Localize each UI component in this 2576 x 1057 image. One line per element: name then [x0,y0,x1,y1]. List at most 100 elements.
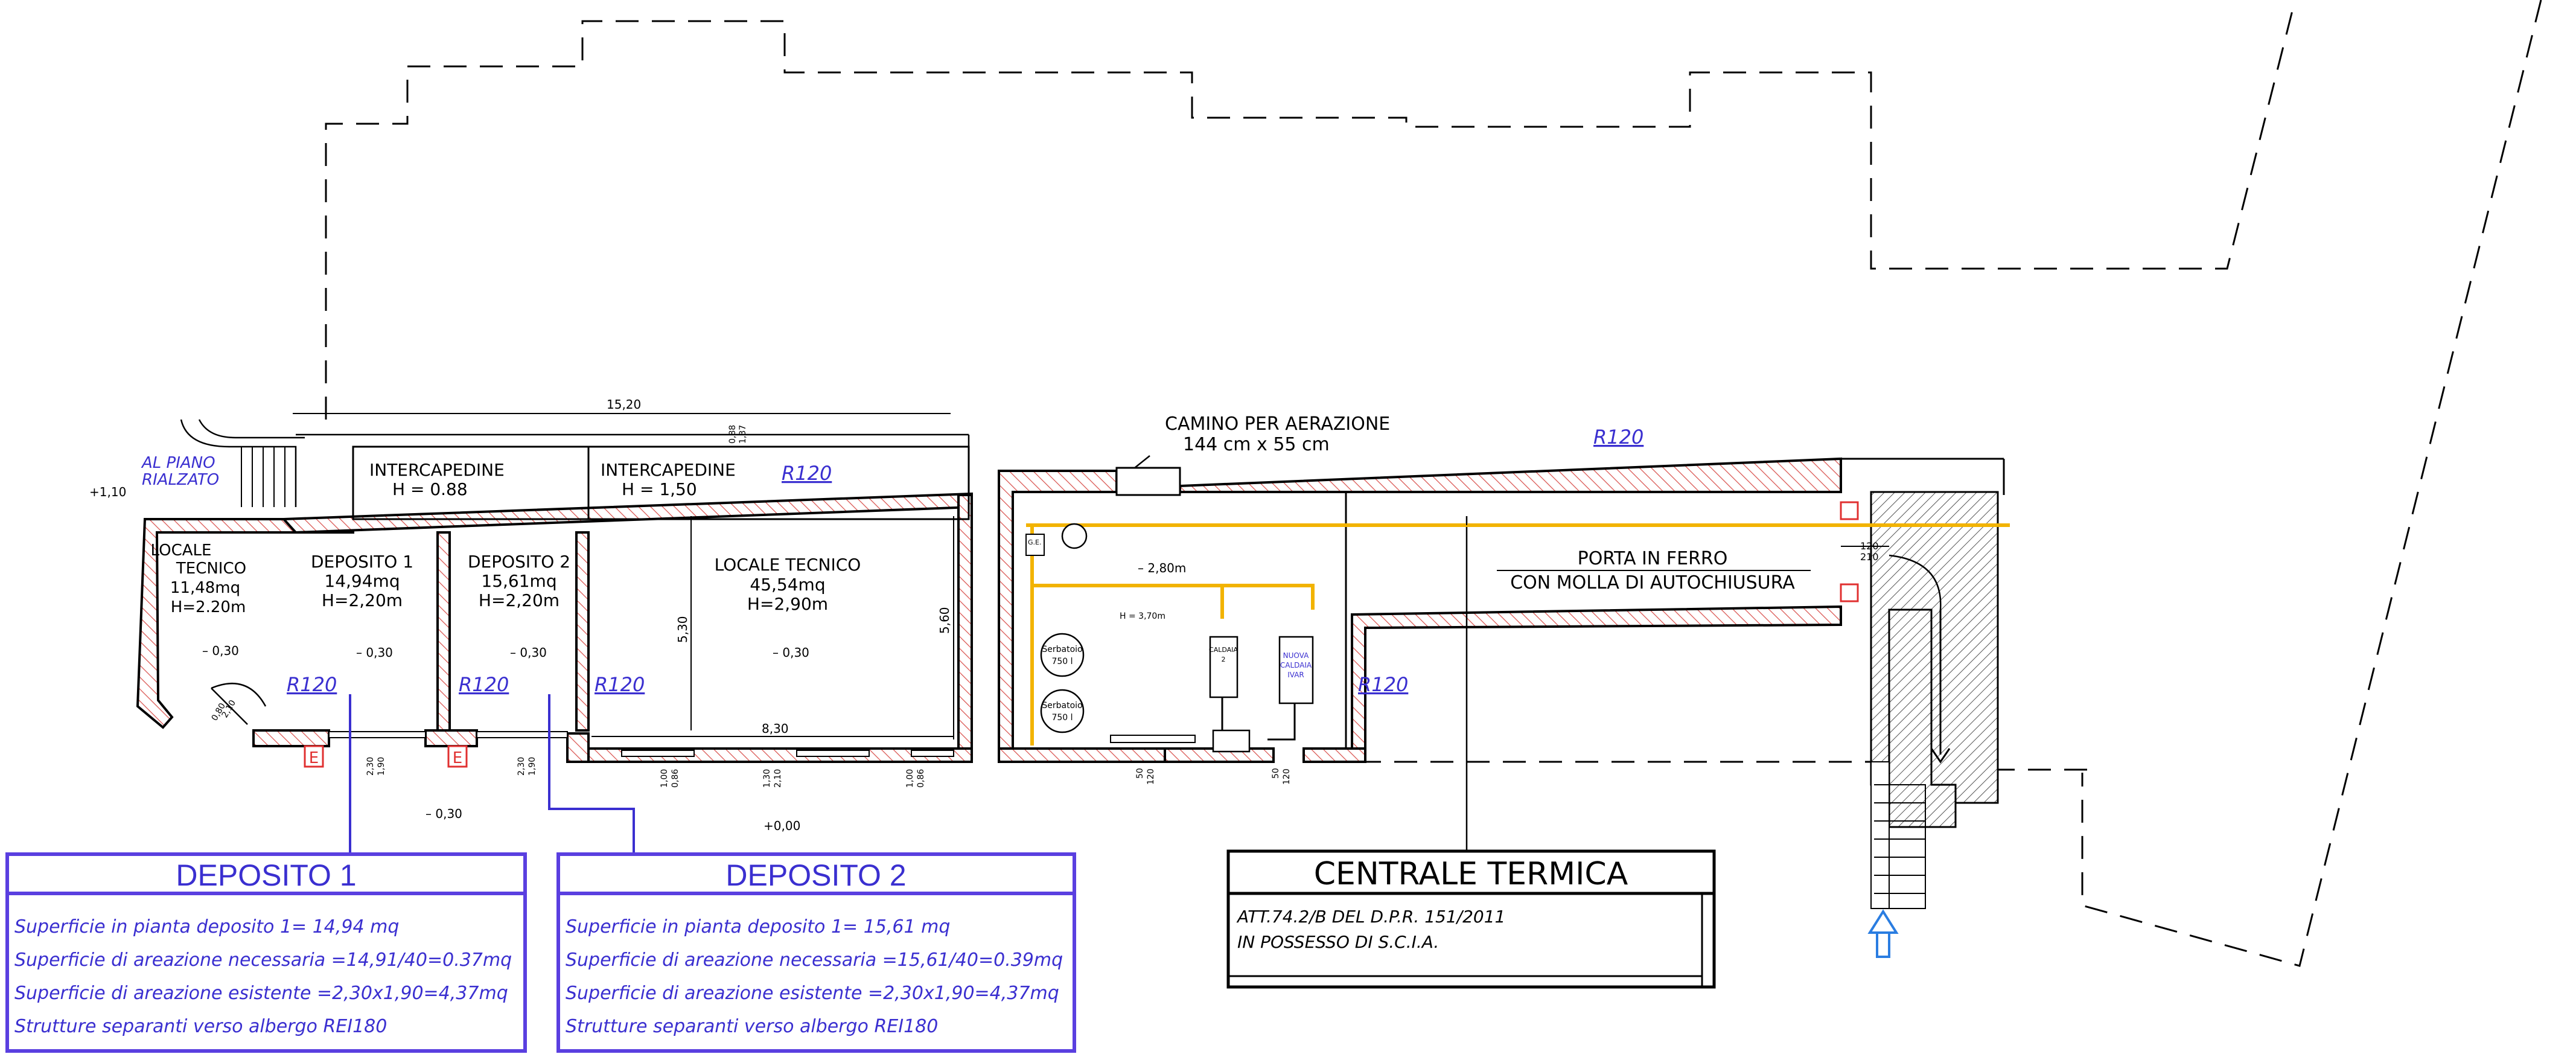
dim-210-door: 210 [1860,551,1879,563]
boiler-equipment [1040,633,1314,753]
plan-text: 750 l [1051,657,1073,666]
plan-text: CALDAIA [1280,661,1312,669]
plan-text: IVAR [1287,671,1304,679]
plan-text: Serbatoio [1042,701,1082,711]
dim-830: 8,30 [762,721,789,736]
intercapedine-2-label: INTERCAPEDINE [601,460,736,480]
plan-text: LOCALE [151,541,212,560]
plan-text: 1,00 [660,769,669,788]
r120-label-2: R120 [1593,426,1643,449]
left-building-walls [136,433,973,763]
plan-text: – 0,30 [426,806,462,821]
r120-label-6: R120 [1358,673,1408,696]
plan-text: NUOVA [1283,651,1309,660]
plan-text: Superficie di areazione necessaria =14,9… [14,950,512,971]
intercapedine-2-height: H = 1,50 [622,479,697,499]
plan-text: H=2,90m [747,594,828,614]
dim-137: 1,37 [738,425,748,444]
ramp-right [1840,491,1999,909]
porta-label-2: CON MOLLA DI AUTOCHIUSURA [1510,572,1795,593]
camino-size: 144 cm x 55 cm [1183,434,1330,455]
deposito-2-room: DEPOSITO 2 15,61mq H=2,20m [468,552,570,610]
plan-text: 1,90 [377,757,386,776]
plan-text: – 0,30 [202,643,239,658]
caldaia-num: 2 [1222,656,1226,663]
plan-text: +0,00 [764,819,800,833]
tank-labels: Serbatoio 750 l Serbatoio 750 l [1042,645,1082,723]
deposito-2-title: DEPOSITO 2 [725,858,906,892]
window-dims: 2,30 1,90 2,30 1,90 1,00 0,86 1,30 2,10 … [366,757,1292,788]
plan-text: 2,10 [773,769,783,788]
plan-text: 1,90 [528,757,537,776]
nuova-caldaia-label: NUOVA CALDAIA IVAR [1280,651,1312,679]
exit-marker-2: E [453,749,462,767]
plan-text: DEPOSITO 1 [311,552,413,572]
plan-text: 11,48mq [170,579,240,597]
deposito-1-title: DEPOSITO 1 [176,858,356,892]
caldaia-label: CALDAIA [1209,646,1238,654]
level-110: +1,10 [89,485,126,499]
plan-text: Superficie in pianta deposito 1= 15,61 m… [566,916,950,937]
exit-markers [304,745,468,768]
dim-088: 0,88 [728,425,738,444]
plan-text: 120 [1282,768,1292,785]
plan-text: 1,30 [762,769,772,788]
plan-text: H=2,20m [322,590,403,610]
plan-text: – 0,30 [773,645,809,660]
centrale-title: CENTRALE TERMICA [1314,856,1628,892]
plan-text: 1,00 [905,769,915,788]
dim-1520: 15,20 [607,397,641,412]
r120-label-3: R120 [287,673,337,696]
plan-text: 15,61mq [481,571,556,591]
plan-text: – 0,30 [356,645,393,660]
porta-label-1: PORTA IN FERRO [1578,548,1728,569]
r120-label-1: R120 [782,462,832,485]
al-piano-label: AL PIANO [141,454,215,472]
plan-text: 120 [1146,768,1156,785]
ge-label: G.E. [1028,538,1041,546]
rialzato-label: RIALZATO [142,471,219,489]
plan-text: 2,30 [517,757,526,776]
dim-530: 5,30 [675,616,690,643]
plan-text: Strutture separanti verso albergo REI180 [566,1016,938,1037]
plan-text: – 0,30 [510,645,547,660]
leader-lines [349,694,635,854]
plan-text: DEPOSITO 2 [468,552,570,572]
deposito-1-box: DEPOSITO 1 Superficie in pianta deposito… [5,852,527,1053]
plan-text: H=2,20m [479,590,560,610]
dim-560: 5,60 [937,607,952,634]
plan-text: – 2,80m [1138,561,1186,575]
exit-marker-1: E [309,749,319,767]
plan-text: 45,54mq [750,575,825,595]
plan-text: LOCALE TECNICO [715,555,861,575]
plan-text: 50 [1135,768,1145,779]
plan-text: 0,86 [671,769,680,788]
plan-text: Superficie di areazione necessaria =15,6… [566,950,1063,971]
r120-label-5: R120 [595,673,645,696]
deposito-1-room: DEPOSITO 1 14,94mq H=2,20m [311,552,413,610]
camino-label: CAMINO PER AERAZIONE [1165,414,1390,435]
dim-210: 2,10 [220,698,238,720]
plan-text: 50 [1271,768,1281,779]
centrale-line-2: IN POSSESSO DI S.C.I.A. [1237,932,1439,952]
locale-tecnico-small: LOCALE TECNICO 11,48mq H=2.20m [151,541,247,616]
intercapedine-1-label: INTERCAPEDINE [369,460,505,480]
plan-text: Superficie in pianta deposito 1= 14,94 m… [14,916,399,937]
windows-bottom-left [328,731,954,757]
plan-text: TECNICO [176,560,246,578]
locale-tecnico-big: LOCALE TECNICO 45,54mq H=2,90m [715,555,861,614]
heating-piping [1025,523,2010,746]
plan-text: H=2.20m [171,598,246,616]
centrale-termica-box: CENTRALE TERMICA ATT.74.2/B DEL D.P.R. 1… [1226,849,1716,989]
plan-text: Strutture separanti verso albergo REI180 [14,1016,387,1037]
plan-text: 750 l [1051,713,1073,723]
plan-text: Superficie di areazione esistente =2,30x… [14,983,508,1004]
plan-text: 0,86 [916,769,926,788]
dimension-lines [293,413,1467,739]
level-markers: – 0,30 – 0,30 – 0,30 – 0,30 – 0,30 +0,00… [202,561,1186,833]
h-370: H = 3,70m [1120,612,1165,621]
plan-text: 2,30 [366,757,375,776]
centrale-line-1: ATT.74.2/B DEL D.P.R. 151/2011 [1236,907,1505,927]
plan-text: 14,94mq [324,571,400,591]
